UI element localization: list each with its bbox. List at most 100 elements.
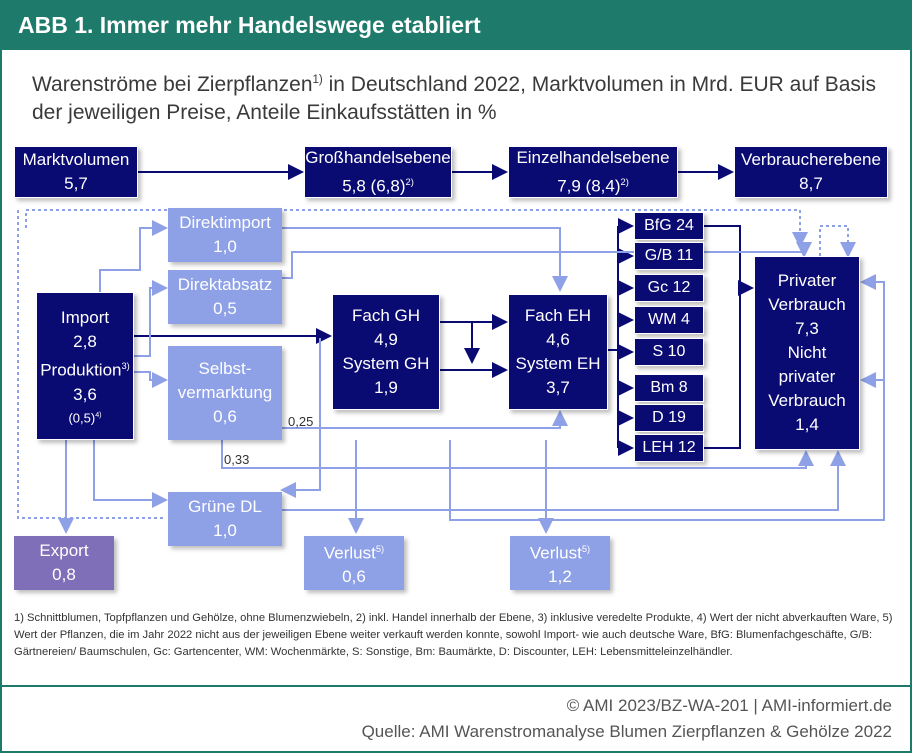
footnote: 1) Schnittblumen, Topfpflanzen und Gehöl… xyxy=(14,612,893,658)
store-item: S 10 xyxy=(634,338,704,366)
privat-l4: privater xyxy=(778,367,836,386)
box-direktabsatz: Direktabsatz 0,5 xyxy=(168,270,282,324)
marktvolumen-label: Marktvolumen xyxy=(22,150,130,169)
dotted-left xyxy=(17,210,166,519)
frame-right xyxy=(910,50,912,753)
grosshandel-sup: 2) xyxy=(405,176,414,187)
verlust2-label: Verlust xyxy=(529,543,582,563)
produktion-label-wrap: Produktion3) xyxy=(40,354,130,383)
selbst-label2: vermarktung xyxy=(177,383,273,402)
verlust1-value: 0,6 xyxy=(342,567,366,587)
verlust2-value: 1,2 xyxy=(548,567,572,587)
box-einzelhandel: Einzelhandelsebene 7,9 (8,4)2) xyxy=(508,146,678,198)
facheh-label: Fach EH xyxy=(524,306,592,325)
export-value: 0,8 xyxy=(52,565,76,584)
frame-left xyxy=(0,50,2,753)
store-item: WM 4 xyxy=(634,306,704,334)
box-marktvolumen: Marktvolumen 5,7 xyxy=(14,146,138,198)
flow-label-033: 0,33 xyxy=(224,452,250,467)
box-import-produktion: Import 2,8 Produktion3) 3,6 (0,5)4) xyxy=(36,292,134,440)
systemgh-label: System GH xyxy=(342,354,430,373)
export-label: Export xyxy=(39,541,89,560)
einzelhandel-value-wrap: 7,9 (8,4)2) xyxy=(557,170,629,199)
facheh-value: 4,6 xyxy=(546,330,570,349)
privat-l2: Verbrauch xyxy=(768,295,846,314)
box-facheh: Fach EH 4,6 System EH 3,7 xyxy=(508,294,608,410)
verbraucher-label: Verbraucherebene xyxy=(741,150,881,169)
box-fachgh: Fach GH 4,9 System GH 1,9 xyxy=(332,294,440,410)
gruene-label: Grüne DL xyxy=(188,497,262,516)
einzelhandel-label: Einzelhandelsebene xyxy=(516,147,670,167)
direktimport-value: 1,0 xyxy=(213,237,237,256)
arrow-selbst-privat xyxy=(221,440,814,469)
einzelhandel-value: 7,9 (8,4) xyxy=(557,176,621,196)
box-export: Export 0,8 xyxy=(14,536,114,590)
produktion-note: (0,5) xyxy=(68,409,96,425)
systemeh-label: System EH xyxy=(515,354,601,373)
store-item: G/B 11 xyxy=(634,242,704,270)
verbraucher-value: 8,7 xyxy=(799,174,823,193)
verlust1-sup: 5) xyxy=(375,543,385,554)
subtitle: Warenströme bei Zierpflanzen1) in Deutsc… xyxy=(32,66,892,127)
arrow-prod-direktabsatz xyxy=(134,280,168,357)
loop-gruene-privat xyxy=(449,274,885,521)
flow-label-025: 0,25 xyxy=(288,414,314,429)
box-gruene-dl: Grüne DL 1,0 xyxy=(168,492,282,546)
footer-divider xyxy=(0,685,912,687)
selbst-label1: Selbst- xyxy=(198,359,252,378)
dotted-outer xyxy=(25,209,808,248)
box-selbstvermarktung: Selbst- vermarktung 0,6 xyxy=(168,346,282,440)
einzelhandel-sup: 2) xyxy=(620,176,629,187)
systemgh-value: 1,9 xyxy=(374,378,398,397)
produktion-note-wrap: (0,5)4) xyxy=(68,407,101,426)
store-item: Bm 8 xyxy=(634,374,704,402)
privat-l3: Nicht xyxy=(787,343,827,362)
subtitle-part2: in Deutschland 2022, Marktvolumen in Mrd… xyxy=(32,73,877,124)
collect-stores xyxy=(704,225,741,449)
subtitle-sup: 1) xyxy=(312,74,323,86)
verlust1-label: Verlust xyxy=(323,543,376,563)
produktion-label: Produktion xyxy=(40,360,122,380)
gruene-value: 1,0 xyxy=(213,521,237,540)
grosshandel-value: 5,8 (6,8) xyxy=(342,176,406,196)
arrow-gh-gruene xyxy=(280,338,321,498)
direktabsatz-label: Direktabsatz xyxy=(177,275,273,294)
arrow-direktimport-eh xyxy=(282,227,568,292)
fachgh-label: Fach GH xyxy=(351,306,421,325)
arrow-gruene-privat xyxy=(282,450,846,511)
box-verlust-eh: Verlust5) 1,2 xyxy=(510,536,610,590)
box-verbraucher: Verbraucherebene 8,7 xyxy=(734,146,888,198)
verlust2-label-wrap: Verlust5) xyxy=(530,537,590,566)
subtitle-part1: Warenströme bei Zierpflanzen xyxy=(32,73,313,96)
dotted-top-loop xyxy=(819,225,856,258)
direktimport-label: Direktimport xyxy=(179,213,271,232)
fachgh-value: 4,9 xyxy=(374,330,398,349)
store-item: BfG 24 xyxy=(634,212,704,240)
produktion-sup: 3) xyxy=(121,361,130,371)
arrow-direktabsatz-privat xyxy=(282,242,812,279)
copyright-credit: © AMI 2023/BZ-WA-201 | AMI-informiert.de xyxy=(566,696,892,715)
arrow-selbst-eh xyxy=(282,410,568,429)
grosshandel-value-wrap: 5,8 (6,8)2) xyxy=(342,170,414,199)
privat-v2: 1,4 xyxy=(795,415,819,434)
box-verlust-gh: Verlust5) 0,6 xyxy=(304,536,404,590)
verlust2-sup: 5) xyxy=(581,543,591,554)
verlust1-label-wrap: Verlust5) xyxy=(324,537,384,566)
systemeh-value: 3,7 xyxy=(546,378,570,397)
arrow-prod-selbst xyxy=(134,371,168,388)
import-label: Import xyxy=(60,308,110,327)
direktabsatz-value: 0,5 xyxy=(213,299,237,318)
store-item: Gc 12 xyxy=(634,274,704,302)
produktion-note-sup: 4) xyxy=(95,410,102,419)
produktion-value: 3,6 xyxy=(73,384,97,404)
box-grosshandel: Großhandelsebene 5,8 (6,8)2) xyxy=(304,146,452,198)
grosshandel-label: Großhandelsebene xyxy=(305,147,451,167)
selbst-value: 0,6 xyxy=(213,407,237,426)
privat-l5: Verbrauch xyxy=(768,391,846,410)
frame-bottom xyxy=(0,751,912,753)
box-privat: Privater Verbrauch 7,3 Nicht privater Ve… xyxy=(754,256,860,450)
store-item: LEH 12 xyxy=(634,434,704,462)
box-direktimport: Direktimport 1,0 xyxy=(168,208,282,262)
arrow-import-gruene xyxy=(93,440,168,508)
privat-v1: 7,3 xyxy=(795,319,819,338)
